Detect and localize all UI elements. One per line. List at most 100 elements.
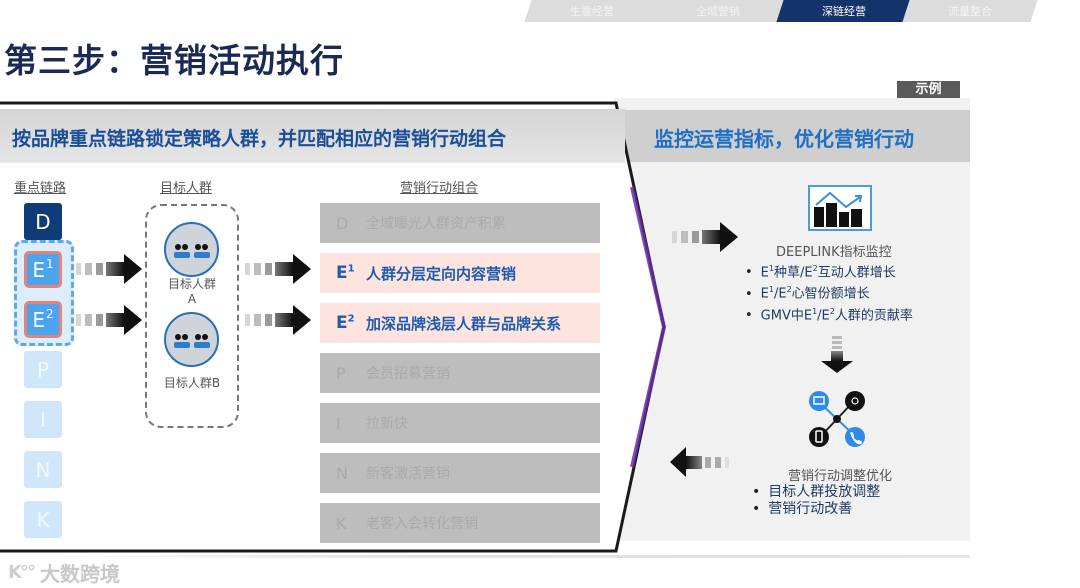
arrow-left-icon <box>670 447 729 477</box>
action-k[interactable]: K 老客入会转化营销 <box>320 503 600 543</box>
item-text: 心智份额增长 <box>791 286 870 302</box>
optimize-item: 目标人群投放调整 <box>752 484 880 501</box>
left-panel-title: 按品牌重点链路锁定策略人群，并匹配相应的营销行动组合 <box>12 128 507 150</box>
link-letter: P <box>36 357 50 382</box>
item-sup: 2 <box>812 264 818 273</box>
nav-tab-label: 生意经营 <box>570 5 614 18</box>
arrow-down-icon <box>821 336 853 382</box>
monitor-title: DEEPLINK指标监控 <box>776 245 892 260</box>
audience-b-icon[interactable] <box>164 312 219 367</box>
optimize-title: 营销行动调整优化 <box>788 469 893 484</box>
link-k[interactable]: K <box>24 501 62 538</box>
item-text: /E <box>817 307 830 323</box>
chart-monitor-icon <box>808 185 872 231</box>
link-i[interactable]: I <box>24 401 62 438</box>
action-e1[interactable]: E1 人群分层定向内容营销 <box>320 253 600 293</box>
arrow-right-icon <box>245 254 311 284</box>
action-sup: 1 <box>347 263 355 275</box>
link-n[interactable]: N <box>24 451 62 488</box>
arrow-right-icon <box>76 305 142 335</box>
link-letter: K <box>36 507 50 532</box>
action-code: I <box>336 413 341 433</box>
link-sup: 2 <box>46 306 54 321</box>
link-letter: N <box>35 457 51 482</box>
right-panel-header: 监控运营指标，优化营销行动 <box>614 110 970 162</box>
watermark-text: 大数跨境 <box>39 562 120 586</box>
optimize-item: 营销行动改善 <box>752 501 880 518</box>
item-sup: 1 <box>812 306 818 316</box>
nav-tab-label: 深链经营 <box>822 5 866 18</box>
example-badge: 示例 <box>897 81 960 98</box>
col-label-links: 重点链路 <box>14 181 67 196</box>
action-code: E <box>336 263 348 283</box>
nav-tab-business[interactable]: 生意经营 <box>524 0 660 22</box>
footer-divider <box>60 555 970 558</box>
audience-b-label: 目标人群B <box>163 376 221 390</box>
item-sup: 1 <box>768 264 774 273</box>
optimize-list: 目标人群投放调整 营销行动改善 <box>752 484 880 518</box>
top-nav: 生意经营 全域营销 深链经营 流量整合 <box>520 0 1038 22</box>
nav-tab-label: 全域营销 <box>696 5 740 18</box>
nav-tab-omnichannel[interactable]: 全域营销 <box>650 0 786 22</box>
link-letter: D <box>35 209 51 234</box>
item-text: 互动人群增长 <box>817 265 896 281</box>
nav-tab-traffic[interactable]: 流量整合 <box>902 0 1038 22</box>
watermark: K°° 大数跨境 <box>8 558 120 587</box>
action-text: 人群分层定向内容营销 <box>366 264 517 283</box>
action-text: 全域曝光人群资产积累 <box>366 216 506 232</box>
item-sup: 2 <box>829 306 835 316</box>
page-title: 第三步：营销活动执行 <box>4 41 344 80</box>
col-label-actions: 营销行动组合 <box>400 181 479 196</box>
item-sup: 2 <box>786 285 792 295</box>
arrow-right-icon <box>672 222 738 252</box>
link-letter: E <box>32 257 45 282</box>
people-icon <box>173 333 210 348</box>
people-icon <box>173 243 210 258</box>
link-sup: 1 <box>46 256 54 271</box>
watermark-logo-icon: K°° <box>8 562 36 583</box>
link-d[interactable]: D <box>24 203 62 240</box>
col-label-audiences: 目标人群 <box>160 181 213 196</box>
action-i[interactable]: I 拉新快 <box>320 403 600 443</box>
item-text: /E <box>773 286 787 302</box>
action-text: 老客入会转化营销 <box>366 516 478 532</box>
arrow-right-icon <box>245 305 311 335</box>
item-text: 人群的贡献率 <box>834 307 913 323</box>
left-panel-header: 按品牌重点链路锁定策略人群，并匹配相应的营销行动组合 <box>0 109 625 163</box>
action-code: N <box>336 463 348 483</box>
item-sup: 1 <box>768 285 774 295</box>
item-text: 种草/E <box>773 265 813 281</box>
right-panel-title: 监控运营指标，优化营销行动 <box>654 127 914 151</box>
channel-network-icon <box>809 391 865 447</box>
monitor-item: GMV中E1/E2人群的贡献率 <box>745 303 913 324</box>
nav-tab-label: 流量整合 <box>948 5 992 18</box>
action-sup: 2 <box>347 313 355 325</box>
action-text: 新客激活营销 <box>366 466 450 482</box>
item-text: E <box>760 265 769 281</box>
link-letter: E <box>32 307 45 332</box>
action-code: E <box>336 313 348 333</box>
audience-label-line: A <box>187 292 197 306</box>
link-p[interactable]: P <box>24 351 62 388</box>
item-text: E <box>760 286 769 302</box>
action-code: K <box>336 513 347 533</box>
action-n[interactable]: N 新客激活营销 <box>320 453 600 493</box>
action-code: P <box>336 363 346 383</box>
action-p[interactable]: P 会员招募营销 <box>320 353 600 393</box>
item-text: GMV中E <box>760 307 813 323</box>
audience-a-icon[interactable] <box>164 222 219 277</box>
action-text: 拉新快 <box>366 416 408 432</box>
monitor-list: E1种草/E2互动人群增长 E1/E2心智份额增长 GMV中E1/E2人群的贡献… <box>745 260 913 324</box>
link-letter: I <box>40 407 46 432</box>
monitor-item: E1/E2心智份额增长 <box>745 281 913 302</box>
arrow-right-icon <box>76 254 142 284</box>
monitor-item: E1种草/E2互动人群增长 <box>745 260 913 281</box>
action-text: 会员招募营销 <box>366 366 450 382</box>
nav-tab-deeplink[interactable]: 深链经营 <box>776 0 912 22</box>
audience-group <box>145 204 239 428</box>
